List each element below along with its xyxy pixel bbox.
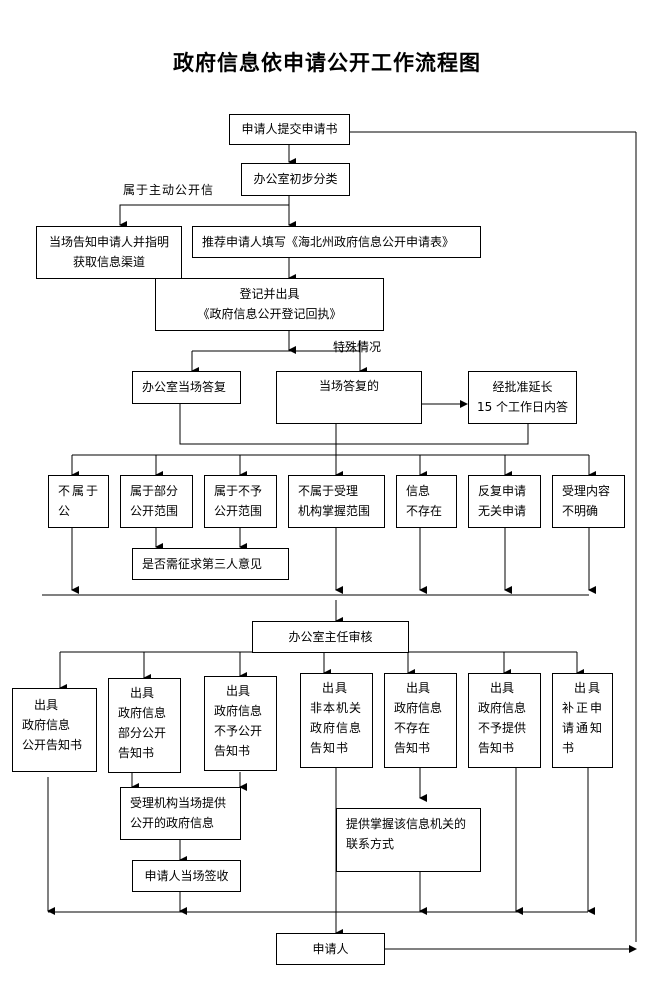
line: 不明确 [562,504,599,518]
line: 无关申请 [478,504,527,518]
node-third-party-text: 是否需征求第三人意见 [142,557,263,571]
node-director-review: 办公室主任审核 [252,621,409,653]
line: 不存在 [406,504,443,518]
node-out-public: 出具 政府信息 公开告知书 [12,688,97,772]
line: 反复申请 [478,484,527,498]
line: 公 [58,504,73,518]
line: 受理机构当场提供 [130,796,227,810]
line: 告知书 [478,741,515,755]
line: 出具 [226,684,251,698]
line: 书 [562,741,577,755]
label-special: 特殊情况 [333,340,382,354]
line: 《政府信息公开登记回执》 [197,307,342,321]
node-notify-channel: 当场告知申请人并指明 获取信息渠道 [36,226,182,279]
line: 出具 [490,681,515,695]
node-not-exist: 信息 不存在 [396,475,457,528]
line: 公开范围 [130,504,179,518]
arrow-classify-notify [119,204,289,229]
line: 当场告知申请人并指明 [48,235,169,249]
node-recommend-text: 推荐申请人填写《海北州政府信息公开申请表》 [202,235,455,249]
node-out-not-exist: 出具 政府信息 不存在 告知书 [384,673,457,768]
line: 部分公开 [118,726,167,740]
node-register: 登记并出具 《政府信息公开登记回执》 [155,278,384,331]
page-title: 政府信息依申请公开工作流程图 [173,50,481,75]
line: 15 个工作日内答 [476,400,569,414]
node-out-not-granted: 出具 政府信息 不予公开 告知书 [204,676,277,771]
node-applicant-text: 申请人 [312,942,349,956]
node-out-partial: 出具 政府信息 部分公开 告知书 [108,678,181,773]
node-sign-onsite: 申请人当场签收 [132,860,241,892]
line: 政府信息 [22,718,71,732]
line: 提供掌握该信息机关的 [346,817,467,831]
node-director-review-text: 办公室主任审核 [288,630,373,644]
line: 公开的政府信息 [130,816,215,830]
line: 政府信息 [310,721,363,735]
line: 政府信息 [478,701,527,715]
node-submit-text: 申请人提交申请书 [241,122,338,136]
node-provide-onsite: 受理机构当场提供 公开的政府信息 [120,787,241,840]
node-unclear: 受理内容 不明确 [552,475,625,528]
node-recommend-form: 推荐申请人填写《海北州政府信息公开申请表》 [192,226,481,258]
line: 出具 [130,686,155,700]
node-out-not-agency: 出具 非本机关 政府信息 告知书 [300,673,373,768]
line: 出具 [574,681,603,695]
line: 公开范围 [214,504,263,518]
line: 政府信息 [214,704,263,718]
node-not-public: 不属于 公 [48,475,109,528]
line: 告知书 [118,746,155,760]
node-classify-text: 办公室初步分类 [253,172,338,186]
line: 不予提供 [478,721,527,735]
line: 补正申 [562,701,605,715]
node-submit: 申请人提交申请书 [229,114,350,145]
line: 联系方式 [346,837,395,851]
line: 登记并出具 [239,287,300,301]
node-office-reply-text: 办公室当场答复 [142,380,227,394]
line: 出具 [34,698,59,712]
line: 政府信息 [394,701,443,715]
line: 公开告知书 [22,738,83,752]
label-proactive: 属于主动公开信 [123,183,215,197]
line: 不存在 [394,721,431,735]
line: 信息 [406,484,431,498]
line: 不属于受理 [298,484,359,498]
node-repeat: 反复申请 无关申请 [468,475,541,528]
node-contact-info: 提供掌握该信息机关的 联系方式 [336,808,481,872]
node-not-granted: 属于不予 公开范围 [204,475,277,528]
node-out-not-provide: 出具 政府信息 不予提供 告知书 [468,673,541,768]
line: 不予公开 [214,724,263,738]
node-classify: 办公室初步分类 [241,163,350,196]
node-extend: 经批准延长 15 个工作日内答 [468,371,577,424]
line: 经批准延长 [492,380,553,394]
line: 告知书 [214,744,251,758]
line: 政府信息 [118,706,167,720]
line: 属于部分 [130,484,179,498]
node-third-party: 是否需征求第三人意见 [132,548,289,580]
line: 非本机关 [310,701,363,715]
node-office-reply: 办公室当场答复 [132,371,241,404]
line: 出具 [322,681,349,695]
line: 告知书 [310,741,350,755]
node-out-correction: 出具 补正申 请通知 书 [552,673,613,768]
line: 属于不予 [214,484,263,498]
node-partial: 属于部分 公开范围 [120,475,193,528]
line: 机构掌握范围 [298,504,371,518]
node-sign-onsite-text: 申请人当场签收 [144,869,229,883]
line: 获取信息渠道 [72,255,145,269]
node-onsite-reply: 当场答复的 [276,371,422,424]
node-not-agency: 不属于受理 机构掌握范围 [288,475,385,528]
node-applicant: 申请人 [276,933,385,965]
line: 不属于 [58,484,101,498]
node-onsite-reply-text: 当场答复的 [318,379,379,393]
line: 出具 [406,681,431,695]
line: 受理内容 [562,484,611,498]
line: 请通知 [562,721,605,735]
line: 告知书 [394,741,431,755]
